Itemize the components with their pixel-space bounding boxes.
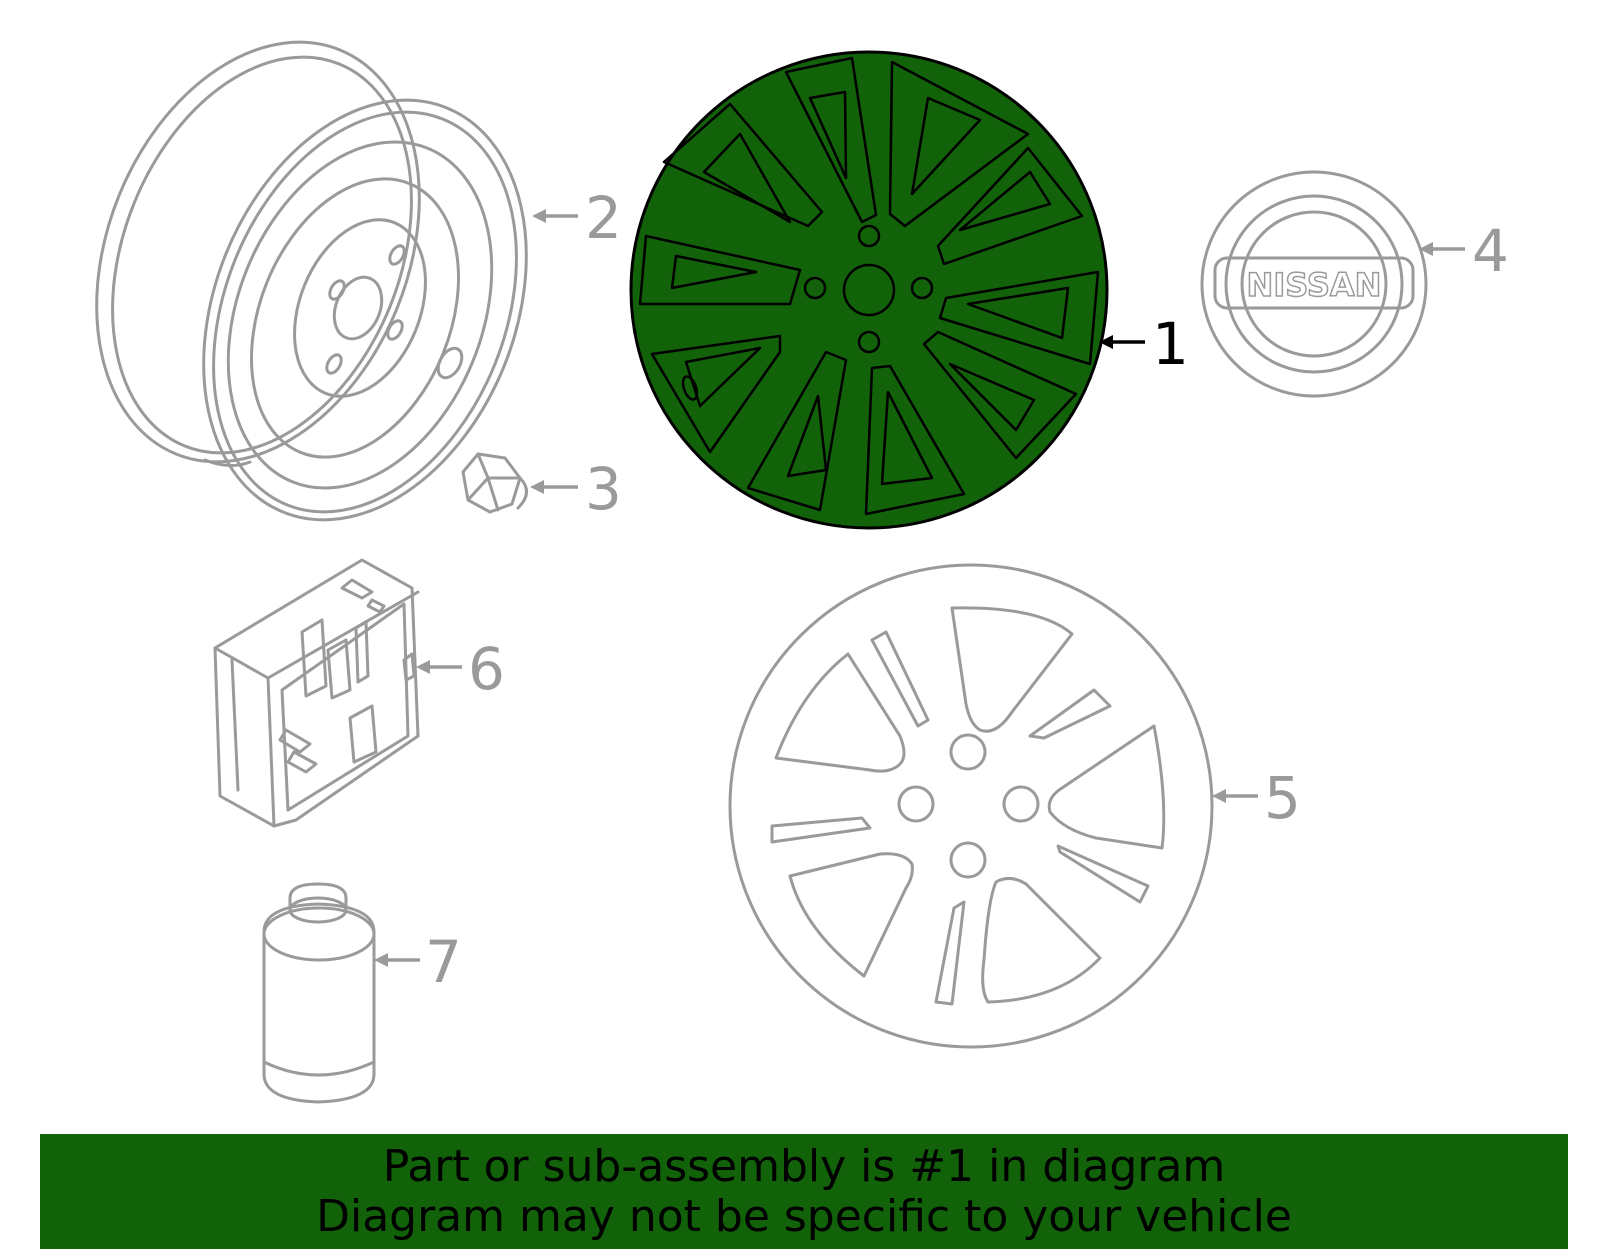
emblem-text: NISSAN (1247, 266, 1382, 304)
part-4-center-cap[interactable]: NISSAN (1200, 170, 1428, 398)
part-3-lug-nut[interactable] (461, 452, 528, 514)
callout-label-1: 1 (1152, 310, 1189, 378)
arrow-head-4 (1419, 242, 1433, 256)
part-5-alloy-wheel-alt[interactable] (728, 563, 1214, 1049)
arrow-head-7 (374, 953, 388, 967)
banner-line-1: Part or sub-assembly is #1 in diagram (382, 1140, 1226, 1192)
callout-label-3: 3 (585, 455, 622, 523)
arrow-head-5 (1212, 789, 1226, 803)
arrow-head-2 (532, 209, 546, 223)
callout-label-5: 5 (1264, 764, 1301, 832)
callout-label-7: 7 (425, 928, 462, 996)
arrow-head-1 (1099, 335, 1113, 349)
part-7-sealant-bottle[interactable] (262, 882, 376, 1104)
info-banner: Part or sub-assembly is #1 in diagram Di… (40, 1134, 1568, 1249)
part-2-spare-wheel[interactable] (37, 0, 585, 568)
callout-label-6: 6 (468, 635, 505, 703)
part-1-alloy-wheel[interactable] (629, 50, 1109, 530)
callout-label-2: 2 (585, 184, 622, 252)
part-6-repair-kit-case[interactable] (213, 558, 420, 828)
banner-line-2: Diagram may not be specific to your vehi… (316, 1190, 1292, 1242)
arrow-head-3 (530, 480, 544, 494)
arrow-head-6 (416, 660, 430, 674)
callout-label-4: 4 (1472, 217, 1509, 285)
